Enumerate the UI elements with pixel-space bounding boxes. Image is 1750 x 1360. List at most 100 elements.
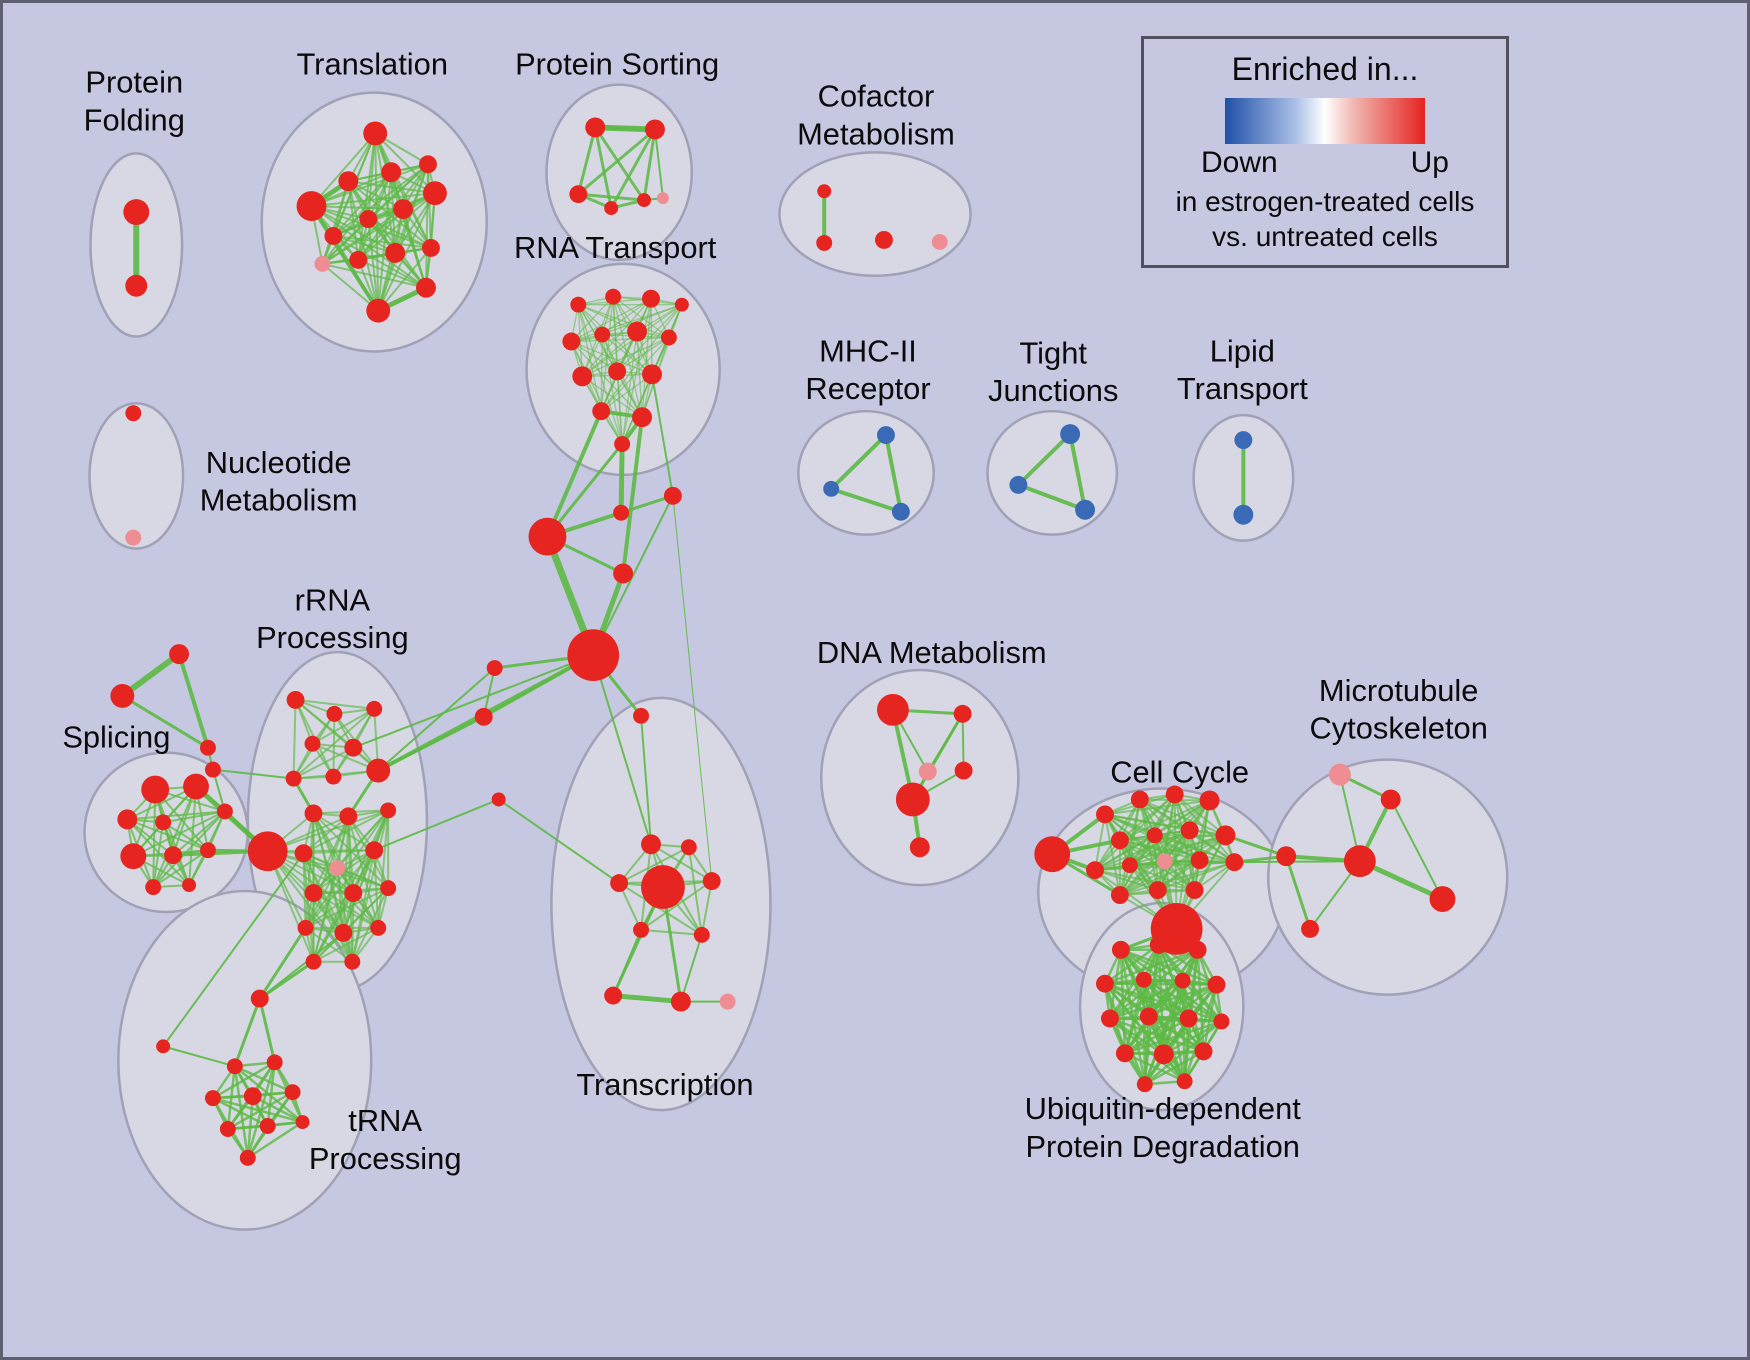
node-rr20[interactable] <box>370 919 387 936</box>
node-tn6[interactable] <box>284 1084 301 1101</box>
node-cc17[interactable] <box>1185 881 1204 900</box>
node-ub16[interactable] <box>1176 1073 1193 1090</box>
node-cc6[interactable] <box>1110 831 1129 850</box>
node-cn5[interactable] <box>486 660 503 677</box>
node-rt14[interactable] <box>614 436 631 453</box>
node-dm4[interactable] <box>954 761 973 780</box>
node-tn7[interactable] <box>219 1121 236 1137</box>
node-mh2[interactable] <box>823 480 840 497</box>
node-ub11[interactable] <box>1213 1013 1230 1030</box>
node-rr13[interactable] <box>329 860 346 877</box>
node-sl9[interactable] <box>145 879 162 896</box>
node-pf2[interactable] <box>125 274 148 297</box>
node-ub3[interactable] <box>1188 940 1207 959</box>
node-tr5[interactable] <box>419 155 437 174</box>
node-rr15[interactable] <box>304 884 323 903</box>
node-cc4[interactable] <box>1165 785 1184 804</box>
node-cf3[interactable] <box>875 230 893 249</box>
node-ub1[interactable] <box>1111 940 1130 959</box>
node-rr17[interactable] <box>380 880 397 897</box>
node-ps5[interactable] <box>637 193 651 208</box>
node-tj3[interactable] <box>1075 499 1096 520</box>
node-rr22[interactable] <box>344 953 361 970</box>
node-cf2[interactable] <box>816 234 833 251</box>
node-rr14[interactable] <box>365 841 384 860</box>
node-rr6[interactable] <box>285 770 302 787</box>
node-tx6[interactable] <box>702 872 721 891</box>
node-mt4[interactable] <box>1343 845 1376 878</box>
node-cc5[interactable] <box>1199 790 1220 811</box>
node-tg3[interactable] <box>199 739 216 756</box>
node-lt1[interactable] <box>1234 431 1253 450</box>
node-ps1[interactable] <box>585 117 606 138</box>
node-ub6[interactable] <box>1174 972 1191 989</box>
node-tr1[interactable] <box>363 121 388 146</box>
node-mt3[interactable] <box>1276 846 1297 867</box>
node-cf4[interactable] <box>931 233 948 250</box>
node-tr7[interactable] <box>359 210 378 229</box>
node-ps2[interactable] <box>645 119 665 140</box>
node-tj2[interactable] <box>1009 475 1028 494</box>
node-rt8[interactable] <box>660 329 677 346</box>
node-ub14[interactable] <box>1194 1042 1213 1061</box>
node-rr4[interactable] <box>304 735 321 752</box>
node-tn10[interactable] <box>239 1149 256 1166</box>
node-mh3[interactable] <box>891 502 910 521</box>
node-dm5[interactable] <box>895 782 930 817</box>
node-tr6[interactable] <box>324 227 343 245</box>
node-tx9[interactable] <box>604 986 623 1005</box>
node-ps6[interactable] <box>656 192 669 205</box>
node-rt4[interactable] <box>674 297 689 312</box>
node-mt2[interactable] <box>1380 789 1401 810</box>
node-sl6[interactable] <box>120 843 147 870</box>
node-cc16[interactable] <box>1148 881 1167 900</box>
node-rt6[interactable] <box>594 326 611 343</box>
node-ub12[interactable] <box>1115 1044 1134 1063</box>
node-mt6[interactable] <box>1301 919 1320 938</box>
node-tr2[interactable] <box>296 191 327 222</box>
node-tn0[interactable] <box>250 989 269 1008</box>
node-rt7[interactable] <box>627 321 648 342</box>
node-dm6[interactable] <box>909 837 930 858</box>
node-rrh[interactable] <box>247 831 288 872</box>
node-sl2[interactable] <box>183 773 209 800</box>
node-pf1[interactable] <box>123 199 150 226</box>
node-tx5[interactable] <box>641 865 685 909</box>
node-ps3[interactable] <box>569 185 588 204</box>
node-cc9[interactable] <box>1215 825 1236 846</box>
node-cn4[interactable] <box>613 563 634 584</box>
node-rr19[interactable] <box>334 923 353 942</box>
node-mt5[interactable] <box>1429 886 1456 912</box>
node-tn4[interactable] <box>204 1090 221 1107</box>
node-tx1[interactable] <box>633 707 650 724</box>
node-tr10[interactable] <box>314 255 331 272</box>
node-cc2[interactable] <box>1096 805 1114 824</box>
node-tn8[interactable] <box>259 1118 276 1134</box>
node-tr13[interactable] <box>422 238 440 257</box>
node-cc11[interactable] <box>1121 857 1138 874</box>
node-cn1[interactable] <box>663 486 682 505</box>
node-ub7[interactable] <box>1207 975 1226 994</box>
node-tx3[interactable] <box>680 839 697 856</box>
node-rr21[interactable] <box>305 953 322 970</box>
node-tr4[interactable] <box>381 162 402 183</box>
node-sl7[interactable] <box>164 846 183 865</box>
node-tj1[interactable] <box>1060 424 1081 445</box>
node-tr14[interactable] <box>366 298 391 323</box>
node-tx8[interactable] <box>693 926 710 943</box>
node-tn5[interactable] <box>243 1087 262 1106</box>
node-rr10[interactable] <box>339 807 358 826</box>
node-tx7[interactable] <box>633 921 650 938</box>
node-cc15[interactable] <box>1110 886 1129 905</box>
node-tr3[interactable] <box>338 171 359 192</box>
node-tn2[interactable] <box>226 1058 243 1075</box>
node-cc1[interactable] <box>1034 836 1071 873</box>
node-rt1[interactable] <box>570 296 587 313</box>
node-dm3[interactable] <box>918 762 937 781</box>
node-cn3[interactable] <box>528 517 567 556</box>
node-rr12[interactable] <box>294 844 313 863</box>
node-rr16[interactable] <box>344 884 363 903</box>
node-rr9[interactable] <box>304 804 323 823</box>
node-cc14[interactable] <box>1225 853 1244 872</box>
node-cn6[interactable] <box>474 707 493 726</box>
